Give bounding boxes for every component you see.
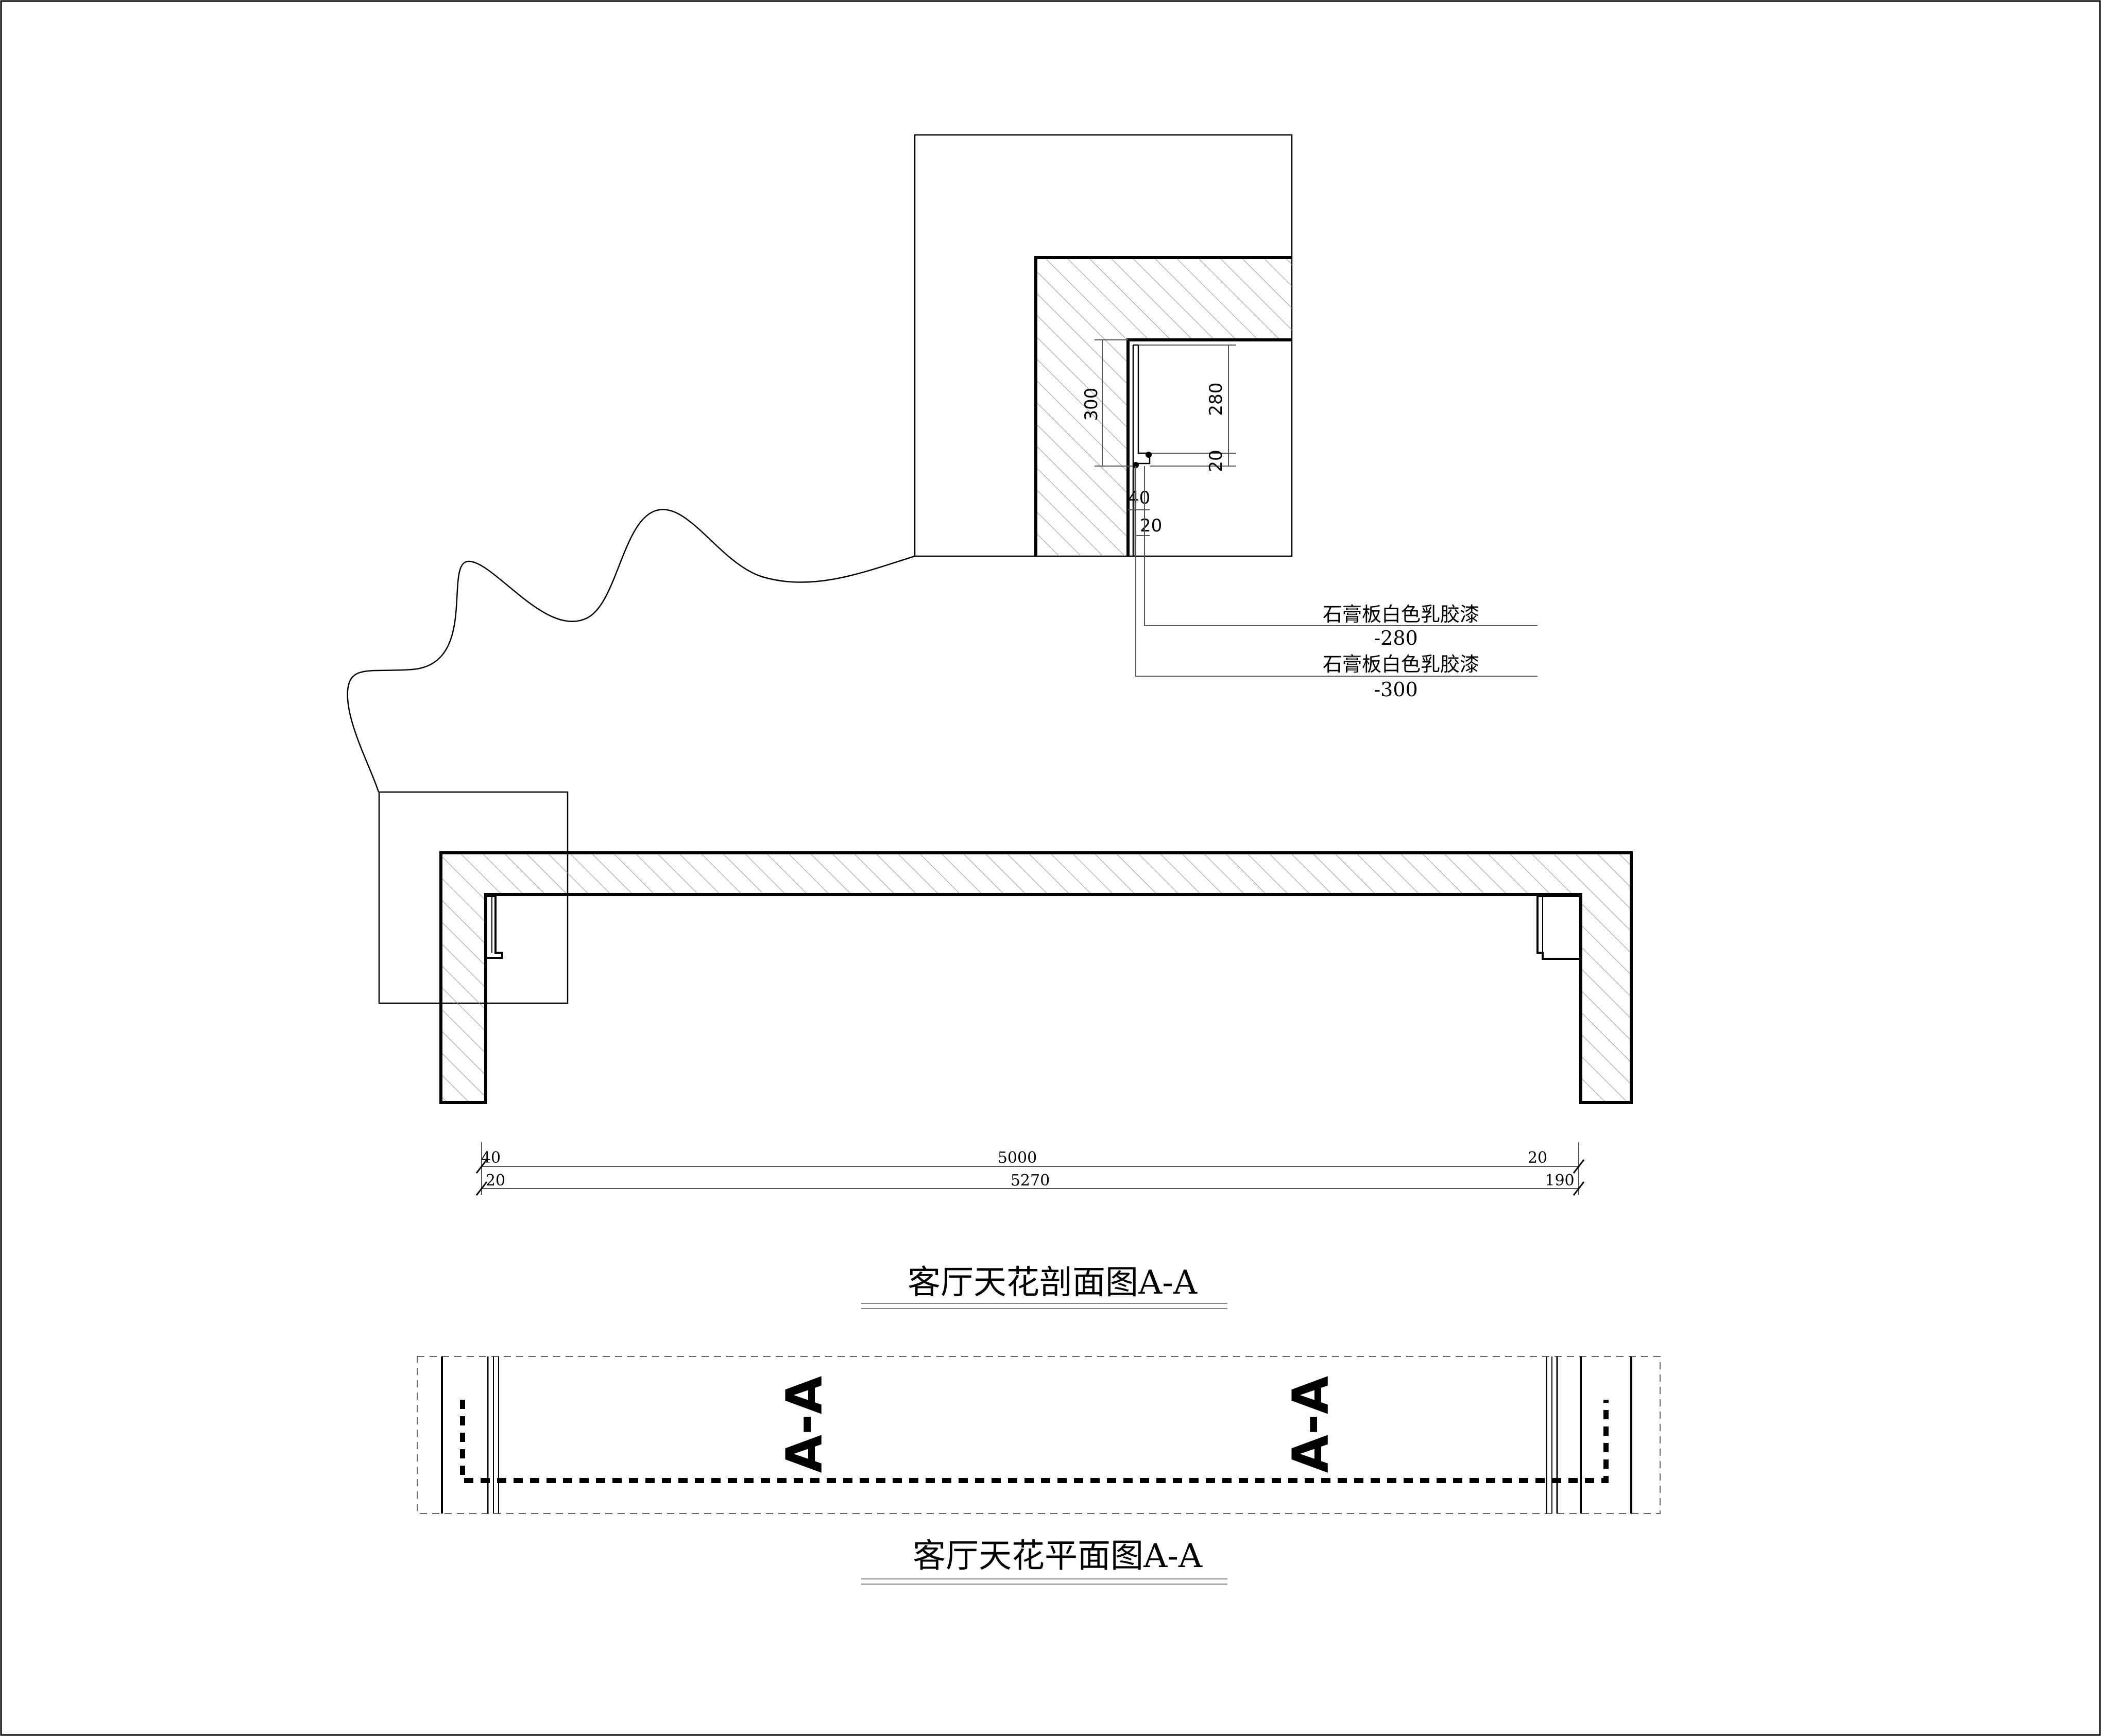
plan-view: A-A A-A 客厅天花平面图A-A [417, 1356, 1661, 1585]
section-right-board [1536, 895, 1580, 960]
plan-outer-dashed [417, 1356, 1661, 1514]
section-mark-left: A-A [776, 1376, 833, 1473]
section-mark-right: A-A [1282, 1376, 1340, 1473]
dim-20-horiz-label: 20 [1140, 515, 1162, 536]
section-title: 客厅天花剖面图A-A [908, 1264, 1198, 1302]
detail-dimensions [1095, 339, 1236, 536]
dim-top-center: 5000 [998, 1149, 1037, 1167]
callout-2-level: -300 [1374, 678, 1417, 701]
section-cut-line [460, 1400, 1609, 1483]
section-dimensions [475, 1142, 1585, 1196]
detail-enlargement: 300 280 20 40 20 石膏板白色乳胶漆 -280 石膏板白色乳胶漆 … [914, 134, 1538, 701]
section-slab-hatch [441, 853, 1631, 1103]
callout-leader-2 [1135, 466, 1538, 677]
section-view: 40 5000 20 20 5270 190 客厅天花剖面图A-A [439, 851, 1633, 1309]
dim-bottom-right: 190 [1545, 1172, 1574, 1190]
dim-40-label: 40 [1128, 488, 1150, 508]
dim-300-label: 300 [1081, 388, 1102, 421]
detail-connector-curve [347, 509, 915, 793]
dim-bottom-left: 20 [486, 1172, 505, 1190]
dim-280-label: 280 [1206, 383, 1226, 416]
section-slab-outline [439, 851, 1633, 1104]
dim-bottom-center: 5270 [1011, 1172, 1050, 1190]
section-left-board [487, 895, 503, 959]
dim-top-right: 20 [1528, 1149, 1547, 1167]
dim-top-left: 40 [481, 1149, 501, 1167]
dim-20-vert-label: 20 [1206, 450, 1226, 472]
callout-1-level: -280 [1374, 627, 1417, 649]
callout-2-material: 石膏板白色乳胶漆 [1323, 653, 1479, 676]
detail-slab-outline [1034, 256, 1292, 556]
callout-leader-1 [1144, 466, 1538, 626]
plan-title: 客厅天花平面图A-A [913, 1537, 1203, 1575]
detail-slab-hatch [1036, 257, 1292, 556]
callout-1-material: 石膏板白色乳胶漆 [1323, 603, 1479, 626]
